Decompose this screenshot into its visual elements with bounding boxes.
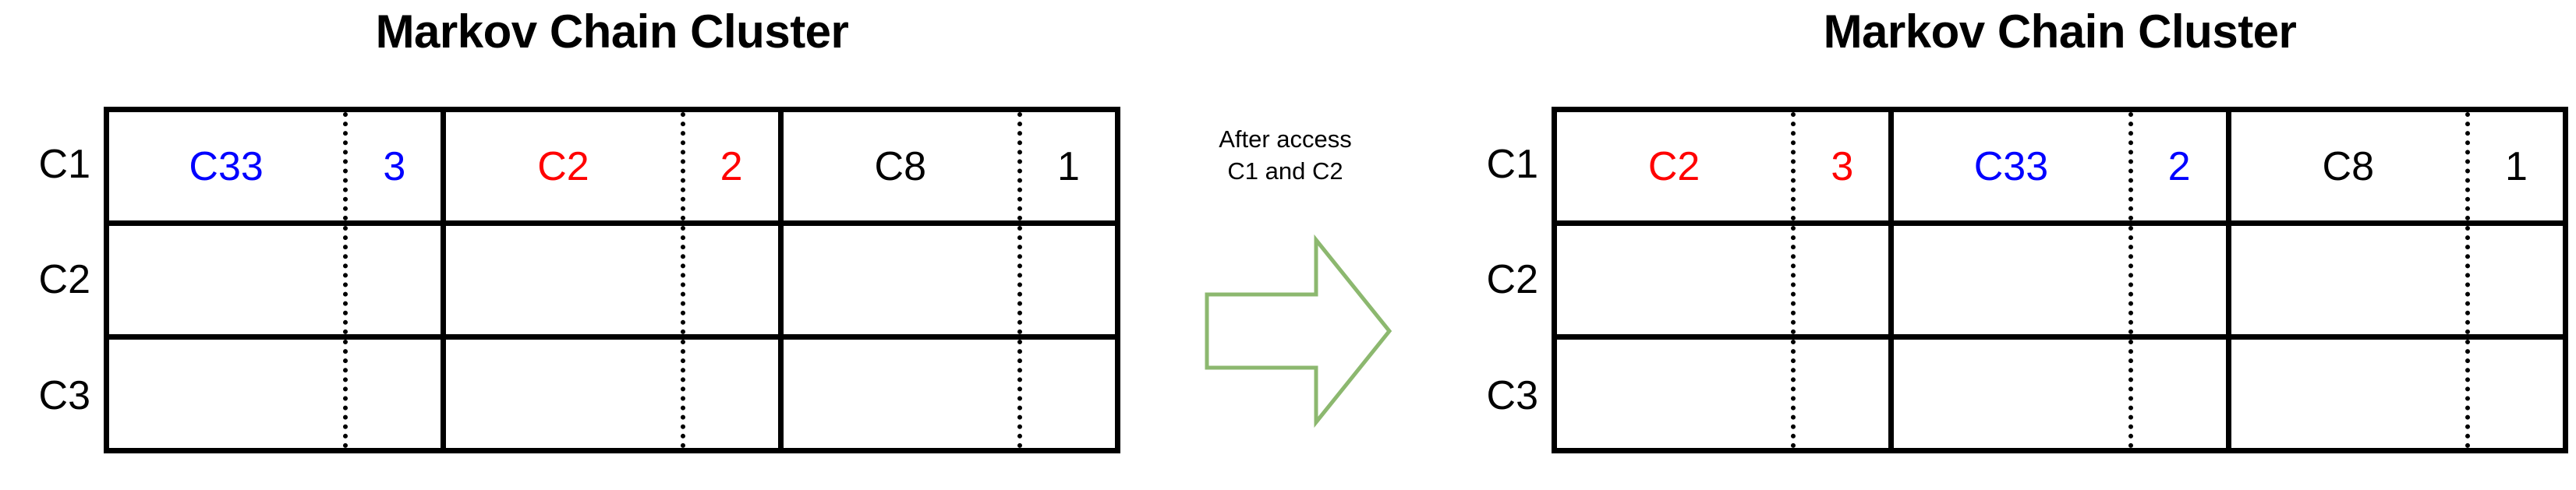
cluster-pair bbox=[109, 226, 447, 334]
cluster-name-cell bbox=[784, 226, 1022, 334]
table-row: C33 3 C2 2 C8 1 bbox=[109, 112, 1115, 226]
cluster-count-cell bbox=[1022, 226, 1115, 334]
row-label-c3: C3 bbox=[1486, 372, 1538, 418]
cluster-count-cell bbox=[348, 340, 441, 448]
cluster-count-cell bbox=[2470, 226, 2563, 334]
cluster-count-cell bbox=[1796, 226, 1888, 334]
markov-chain-cluster-table-before: C33 3 C2 2 C8 1 bbox=[104, 107, 1120, 453]
cluster-pair bbox=[109, 340, 447, 448]
cluster-count-cell bbox=[685, 226, 778, 334]
cluster-pair: C33 2 bbox=[1894, 112, 2231, 220]
cluster-pair bbox=[2231, 340, 2563, 448]
cluster-name-cell: C8 bbox=[784, 112, 1022, 220]
table-row bbox=[109, 226, 1115, 340]
cluster-name-cell bbox=[2231, 226, 2470, 334]
cluster-pair bbox=[784, 226, 1115, 334]
row-label-c1: C1 bbox=[1486, 142, 1538, 188]
markov-chain-cluster-table-after: C2 3 C33 2 C8 1 bbox=[1552, 107, 2568, 453]
transition-group: After access C1 and C2 bbox=[1123, 0, 1448, 490]
row-labels-after: C1 C2 C3 bbox=[1448, 107, 1548, 453]
cluster-count-cell: 1 bbox=[1056, 143, 1080, 189]
cluster-pair bbox=[446, 340, 784, 448]
cluster-name-cell: C33 bbox=[109, 112, 349, 220]
cluster-count-cell bbox=[1796, 340, 1888, 448]
cluster-pair: C8 1 bbox=[784, 112, 1115, 220]
cluster-pair bbox=[1894, 340, 2231, 448]
row-label-c3: C3 bbox=[38, 372, 90, 418]
table-row: C2 3 C33 2 C8 1 bbox=[1557, 112, 2563, 226]
cluster-count-cell bbox=[1022, 340, 1115, 448]
cluster-count-cell bbox=[2470, 340, 2563, 448]
cluster-name-cell: C2 bbox=[1557, 112, 1796, 220]
cluster-pair bbox=[1557, 340, 1895, 448]
transition-caption: After access C1 and C2 bbox=[1123, 123, 1448, 187]
cluster-count-cell: 3 bbox=[383, 143, 406, 189]
cluster-pair: C33 3 bbox=[109, 112, 447, 220]
cluster-count-cell bbox=[685, 340, 778, 448]
cluster-name-cell: C33 bbox=[1894, 112, 2133, 220]
table-row bbox=[1557, 226, 2563, 340]
cluster-pair bbox=[446, 226, 784, 334]
cluster-name-cell bbox=[1894, 340, 2133, 448]
table-row bbox=[109, 340, 1115, 448]
cluster-count-cell: 1 bbox=[2504, 143, 2528, 189]
row-label-c1: C1 bbox=[38, 142, 90, 188]
cluster-name-cell: C8 bbox=[2231, 112, 2470, 220]
row-label-c2: C2 bbox=[1486, 257, 1538, 303]
cluster-count-cell bbox=[348, 226, 441, 334]
cluster-count-cell: 3 bbox=[1831, 143, 1854, 189]
cluster-name-cell bbox=[784, 340, 1022, 448]
cluster-pair: C8 1 bbox=[2231, 112, 2563, 220]
cluster-name-cell bbox=[446, 226, 685, 334]
cluster-name-cell bbox=[1557, 226, 1796, 334]
cluster-pair bbox=[784, 340, 1115, 448]
cluster-count-cell: 2 bbox=[2167, 143, 2191, 189]
table-row bbox=[1557, 340, 2563, 448]
row-labels-before: C1 C2 C3 bbox=[0, 107, 100, 453]
cluster-count-cell bbox=[2133, 340, 2226, 448]
cluster-name-cell bbox=[1557, 340, 1796, 448]
panel-before: Markov Chain Cluster C1 C2 C3 C33 3 C2 2… bbox=[0, 0, 1120, 490]
cluster-name-cell bbox=[2231, 340, 2470, 448]
cluster-pair bbox=[1557, 226, 1895, 334]
panel-after: Markov Chain Cluster C1 C2 C3 C2 3 C33 2… bbox=[1448, 0, 2568, 490]
transition-caption-line1: After access bbox=[1219, 125, 1352, 153]
cluster-name-cell bbox=[109, 226, 349, 334]
cluster-pair bbox=[2231, 226, 2563, 334]
page-title-before: Markov Chain Cluster bbox=[375, 5, 849, 58]
cluster-name-cell bbox=[109, 340, 349, 448]
row-label-c2: C2 bbox=[38, 257, 90, 303]
cluster-name-cell bbox=[1894, 226, 2133, 334]
cluster-name-cell: C2 bbox=[446, 112, 685, 220]
cluster-name-cell bbox=[446, 340, 685, 448]
cluster-pair: C2 3 bbox=[1557, 112, 1895, 220]
cluster-pair: C2 2 bbox=[446, 112, 784, 220]
right-block-arrow-icon bbox=[1205, 234, 1392, 428]
cluster-count-cell bbox=[2133, 226, 2226, 334]
cluster-pair bbox=[1894, 226, 2231, 334]
cluster-count-cell: 2 bbox=[720, 143, 743, 189]
transition-caption-line2: C1 and C2 bbox=[1227, 157, 1343, 185]
page-title-after: Markov Chain Cluster bbox=[1823, 5, 2297, 58]
